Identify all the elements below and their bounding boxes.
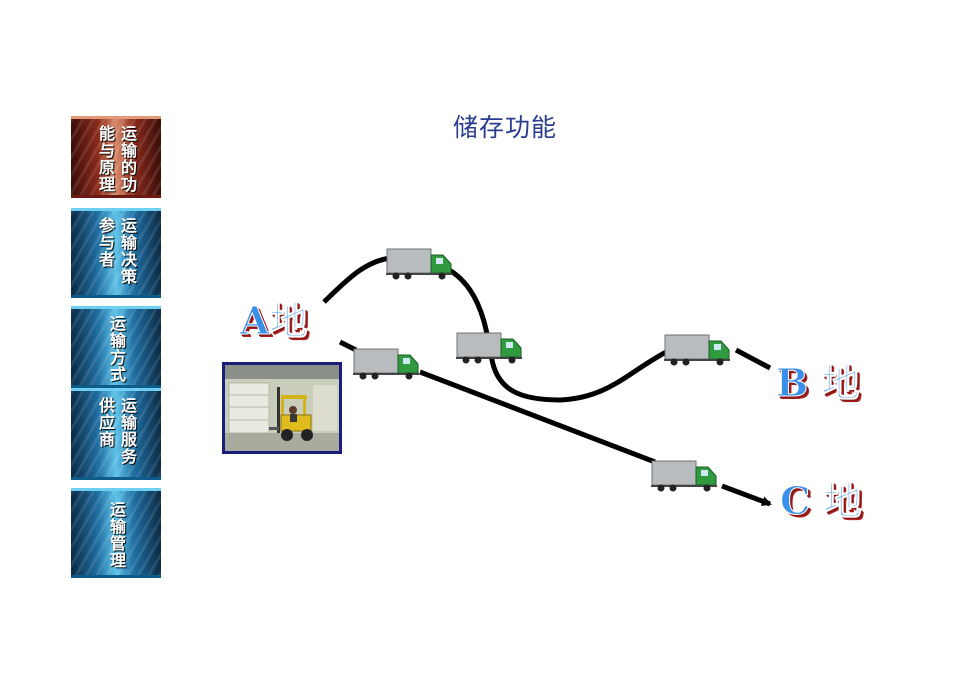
route-a-to-c	[419, 369, 656, 465]
sidebar-item-decision-participants[interactable]: 运输决策 参与者	[71, 208, 161, 298]
sidebar-item-label: 运输服务	[118, 397, 137, 465]
sidebar-item-transport-management[interactable]: 运输管理	[71, 488, 161, 578]
route-a-to-b-end	[734, 347, 772, 371]
truck-icon	[651, 460, 717, 492]
sidebar-item-label: 运输决策	[118, 217, 137, 285]
place-b-label: B 地	[775, 360, 860, 406]
forklift-warehouse-photo	[222, 362, 342, 454]
sidebar-item-label: 供应商	[96, 397, 115, 448]
truck-icon	[386, 248, 452, 280]
route-a-to-c-start	[338, 339, 358, 353]
sidebar-item-label: 能与原理	[96, 125, 115, 193]
sidebar-item-label: 运输方式	[107, 315, 126, 383]
sidebar-item-service-providers[interactable]: 运输服务 供应商	[71, 388, 161, 480]
place-c-label: C 地	[779, 478, 862, 524]
forklift-icon	[225, 365, 339, 451]
sidebar-item-transport-modes[interactable]: 运输方式	[71, 306, 161, 388]
truck-icon	[664, 334, 730, 366]
truck-icon	[353, 348, 419, 380]
route-a-to-c-arrow	[721, 483, 772, 507]
place-a-label: A地	[239, 298, 308, 344]
sidebar-item-transport-function[interactable]: 运输的功 能与原理	[71, 116, 161, 198]
page-title: 储存功能	[453, 113, 558, 142]
sidebar-item-label: 参与者	[96, 217, 115, 268]
sidebar-item-label: 运输的功	[118, 125, 137, 193]
truck-icon	[456, 332, 522, 364]
sidebar-item-label: 运输管理	[107, 501, 126, 569]
